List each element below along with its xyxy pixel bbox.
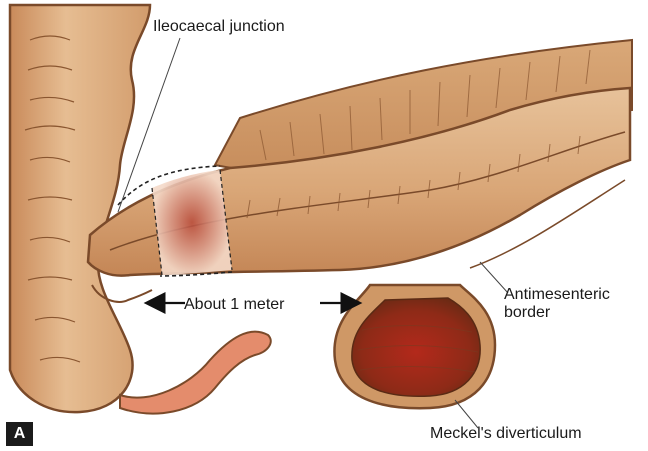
leader-meckel <box>455 400 478 428</box>
label-ileocaecal-junction: Ileocaecal junction <box>153 18 285 36</box>
meckels-diverticulum-inner <box>352 298 480 396</box>
label-distance: About 1 meter <box>184 296 285 314</box>
label-antimesenteric-border: Antimesenteric border <box>504 286 624 323</box>
label-antimesenteric-line1: Antimesenteric <box>504 286 610 303</box>
ileocaecal-segment <box>152 170 232 275</box>
label-antimesenteric-line2: border <box>504 304 550 321</box>
label-meckels-diverticulum: Meckel's diverticulum <box>430 425 582 443</box>
panel-label-badge: A <box>6 422 33 446</box>
appendix <box>120 332 271 414</box>
